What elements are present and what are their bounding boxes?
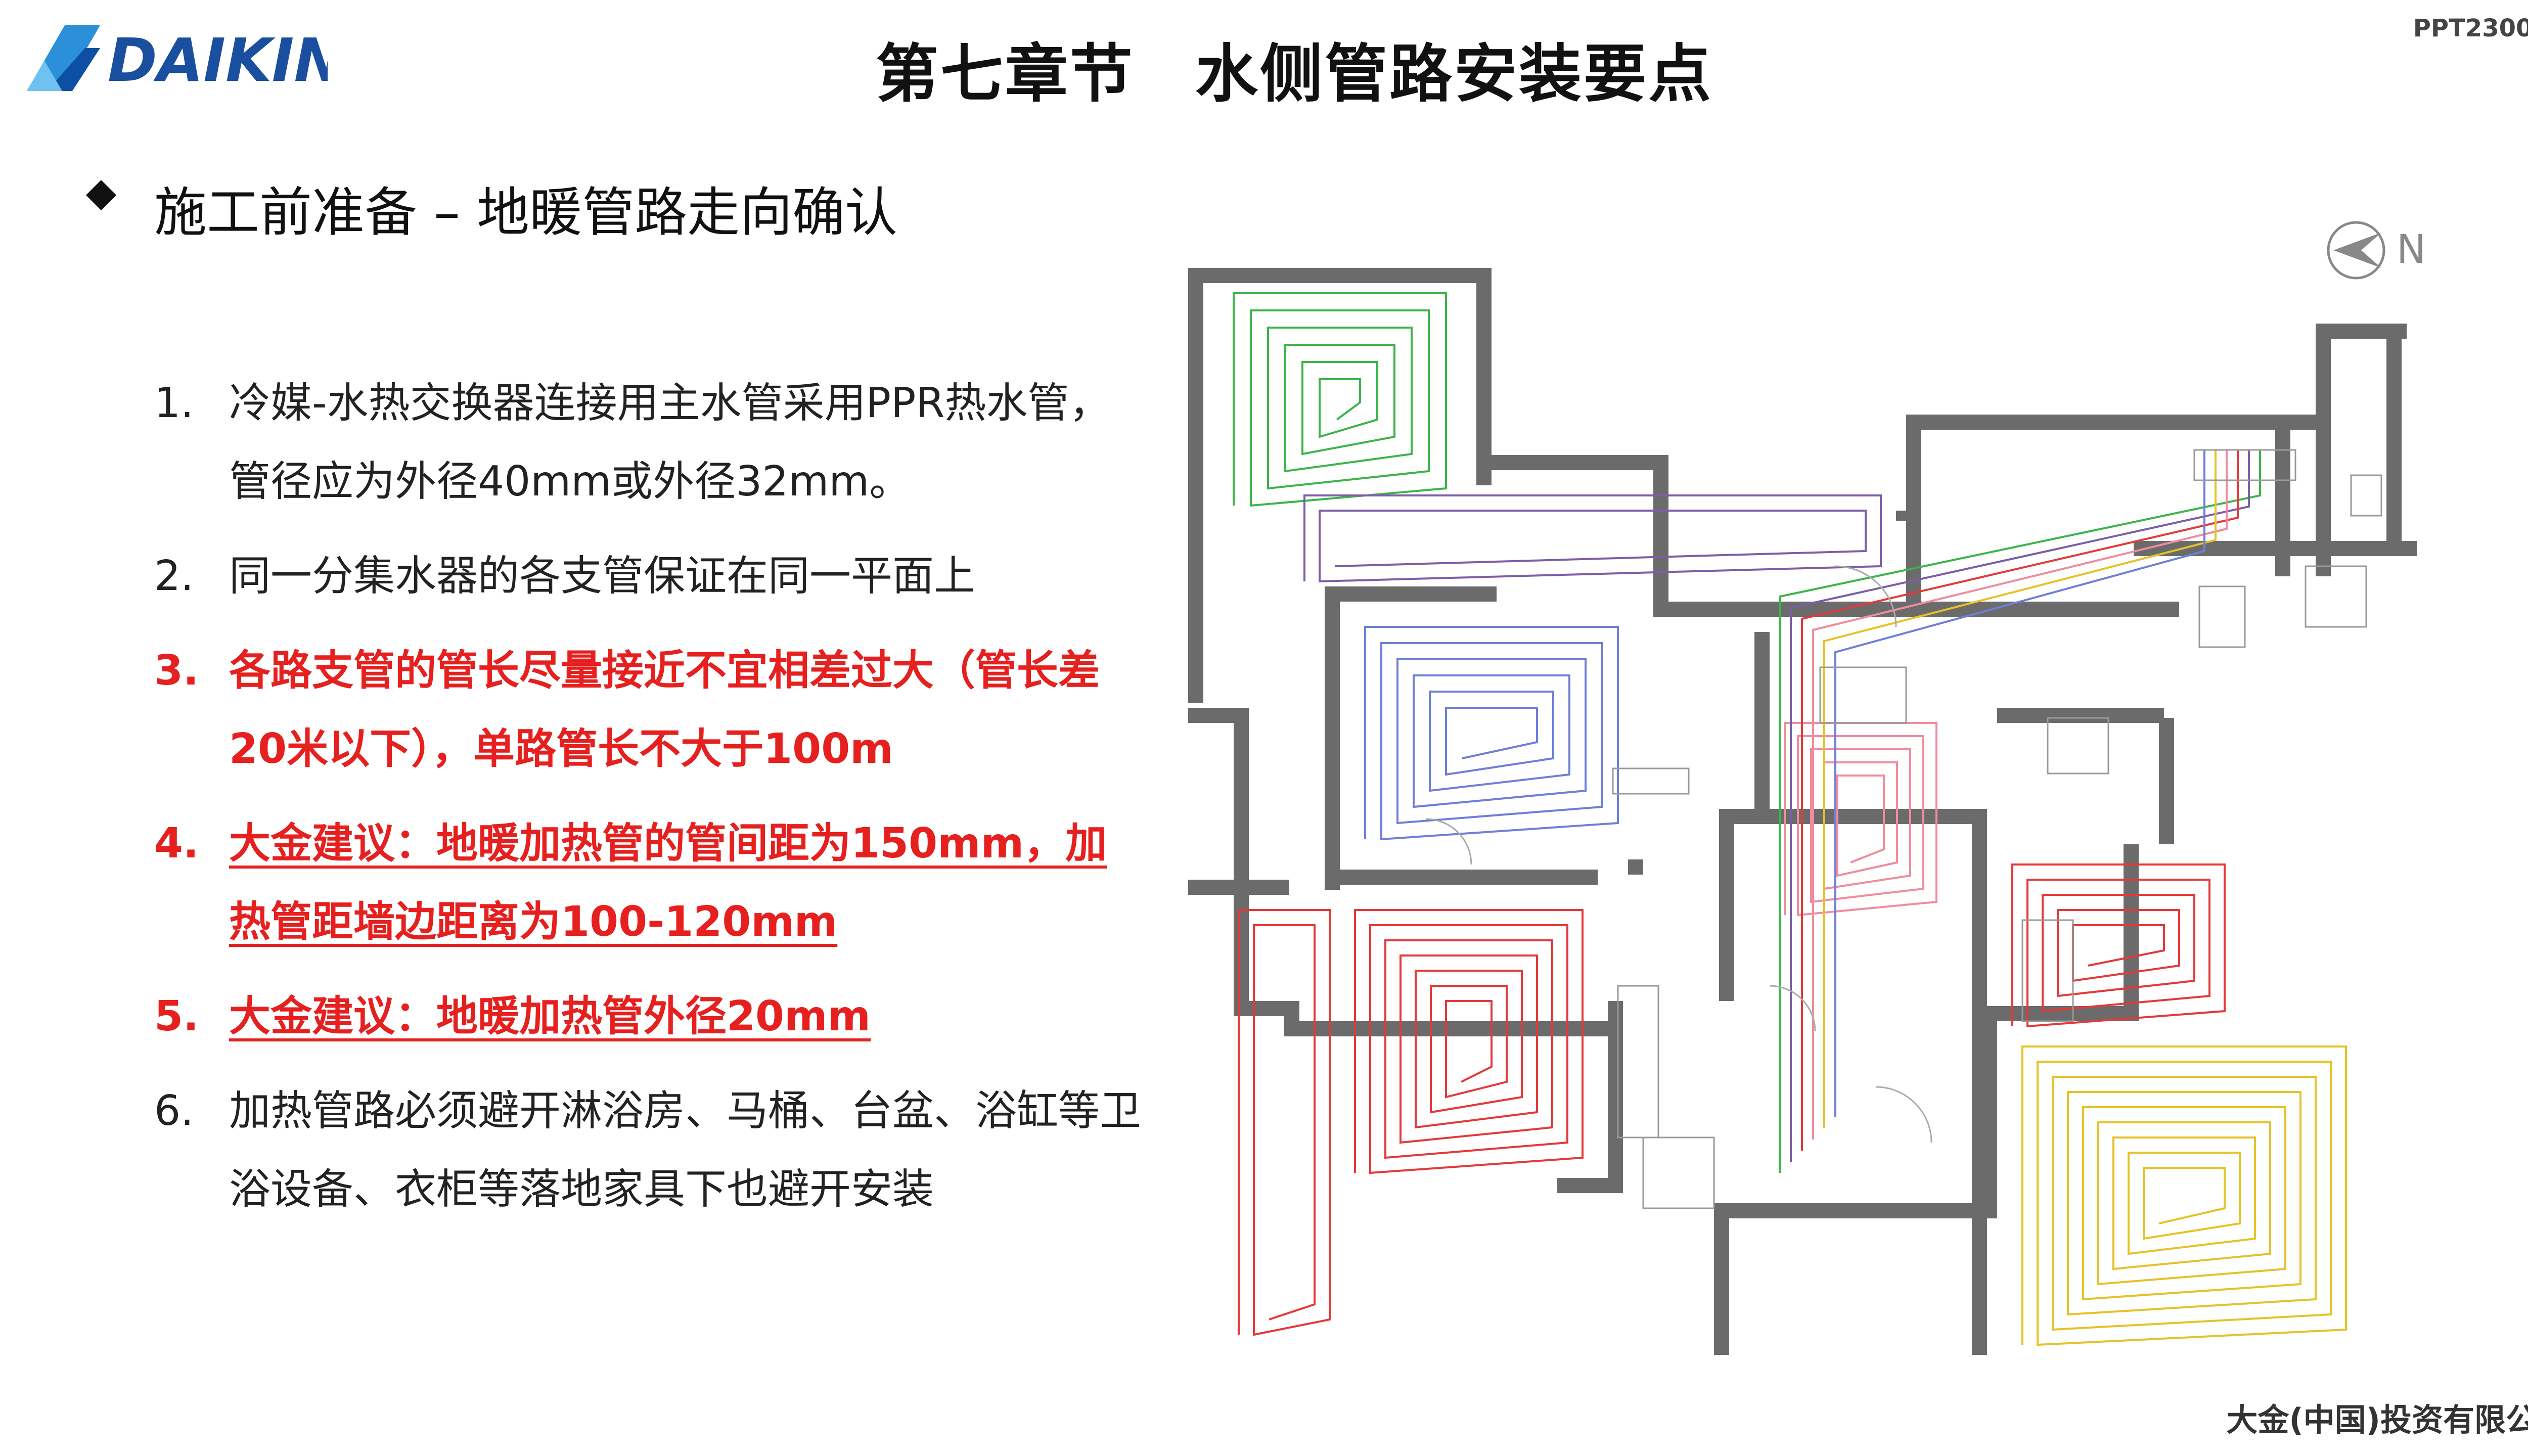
- list-item: 5. 大金建议：地暖加热管外径20mm: [154, 977, 1145, 1056]
- wall-segment: [2159, 718, 2174, 844]
- wall-segment: [2124, 844, 2139, 1021]
- item-number: 6.: [154, 1087, 194, 1135]
- wall-segment: [1188, 268, 1203, 703]
- supply-pipe: [1790, 450, 2250, 1162]
- fixture-outline: [2305, 565, 2367, 628]
- requirement-list: 1. 冷媒-水热交换器连接用主水管采用PPR热水管，管径应为外径40mm或外径3…: [154, 364, 1145, 1245]
- heating-loop: [1303, 494, 1882, 583]
- wall-segment: [1719, 809, 1734, 1001]
- wall-segment: [1982, 1006, 1997, 1218]
- fixture-outline: [1617, 985, 1659, 1139]
- fixture-outline: [2198, 585, 2246, 648]
- item-text: 同一分集水器的各支管保证在同一平面上: [229, 552, 976, 600]
- fixture-outline: [2193, 449, 2296, 481]
- list-item: 6. 加热管路必须避开淋浴房、马桶、台盆、浴缸等卫浴设备、衣柜等落地家具下也避开…: [154, 1072, 1145, 1228]
- title-chapter: 第七章节: [875, 38, 1135, 111]
- north-arrow-icon: [2327, 221, 2385, 280]
- supply-pipes: [1779, 450, 2261, 1173]
- heating-loop: [1238, 909, 1331, 1336]
- fixture-outline: [2047, 717, 2109, 775]
- list-item: 4. 大金建议：地暖加热管的管间距为150mm，加热管距墙边距离为100-120…: [154, 804, 1145, 961]
- plan-walls: [1188, 268, 2417, 1456]
- item-number: 4.: [154, 820, 199, 868]
- heating-loop: [2021, 1045, 2347, 1346]
- door-swing: [1425, 818, 1472, 865]
- wall-segment: [1188, 268, 1492, 283]
- diamond-bullet-icon: [86, 180, 116, 210]
- wall-segment: [1997, 708, 2164, 723]
- door-swing: [1835, 565, 1897, 627]
- daikin-logo-mark-icon: DAIKIN: [27, 25, 344, 95]
- wall-segment: [1325, 586, 1340, 890]
- supply-pipe: [1801, 450, 2239, 1151]
- company-name: 大金(中国)投资有限公司: [2226, 1401, 2528, 1438]
- wall-segment: [1982, 1006, 2134, 1021]
- item-text: 大金建议：地暖加热管外径20mm: [229, 992, 871, 1040]
- heating-loops: [1233, 292, 2347, 1346]
- item-text: 加热管路必须避开淋浴房、马桶、台盆、浴缸等卫浴设备、衣柜等落地家具下也避开安装: [229, 1087, 1142, 1213]
- floor-heating-plan: N: [1173, 212, 2528, 1456]
- wall-segment: [1896, 511, 1911, 521]
- wall-segment: [1325, 870, 1598, 885]
- fixture-outline: [2350, 474, 2382, 517]
- north-label: N: [2397, 227, 2426, 272]
- item-text: 大金建议：地暖加热管的管间距为150mm，加热管距墙边距离为100-120mm: [229, 820, 1107, 946]
- fixture-outline: [1819, 666, 1907, 724]
- wall-segment: [1476, 455, 1668, 470]
- wall-segment: [1734, 809, 1972, 824]
- section-subtitle: 施工前准备 – 地暖管路走向确认: [154, 181, 898, 243]
- wall-segment: [2386, 324, 2402, 541]
- supply-pipe: [1823, 450, 2217, 1128]
- supply-pipe: [1834, 450, 2205, 1117]
- page-title: 第七章节水侧管路安装要点: [0, 23, 2528, 114]
- wall-segment: [1476, 268, 1492, 485]
- heating-loop: [1233, 292, 1447, 507]
- wall-segment: [1653, 455, 1668, 617]
- item-number: 2.: [154, 552, 194, 600]
- item-number: 5.: [154, 992, 199, 1040]
- wall-segment: [1754, 632, 1770, 819]
- door-swing: [1769, 985, 1816, 1032]
- supply-pipe: [1812, 450, 2228, 1140]
- wall-segment: [2134, 541, 2417, 556]
- daikin-logo: DAIKIN: [24, 20, 344, 96]
- wall-segment: [1557, 1178, 1623, 1193]
- item-text: 各路支管的管长尽量接近不宜相差过大（管长差20米以下），单路管长不大于100m: [229, 647, 1100, 773]
- brand-name: DAIKIN: [108, 25, 328, 95]
- heating-loop: [1784, 722, 1937, 917]
- item-number: 1.: [154, 379, 194, 427]
- wall-segment: [1234, 708, 1249, 890]
- item-text: 冷媒-水热交换器连接用主水管采用PPR热水管，管径应为外径40mm或外径32mm…: [229, 379, 1111, 506]
- wall-segment: [1234, 885, 1249, 1016]
- wall-segment: [1628, 859, 1643, 875]
- heating-loop: [1364, 626, 1619, 841]
- plan-fixtures: [1425, 449, 2382, 1209]
- doc-code: PPT23005A: [2413, 14, 2528, 42]
- floor-plan-drawing: N: [1188, 221, 2426, 1456]
- wall-segment: [1714, 1203, 1987, 1218]
- supply-pipe: [1779, 450, 2261, 1173]
- door-swing: [1875, 1086, 1932, 1143]
- fixture-outline: [1612, 767, 1690, 795]
- wall-segment: [1325, 586, 1497, 602]
- item-number: 3.: [154, 647, 199, 695]
- fixture-outline: [2021, 919, 2074, 1022]
- wall-segment: [1608, 1001, 1623, 1178]
- wall-segment: [1714, 1203, 1729, 1355]
- title-topic: 水侧管路安装要点: [1195, 38, 1713, 111]
- fixture-outline: [1642, 1136, 1715, 1209]
- list-item: 1. 冷媒-水热交换器连接用主水管采用PPR热水管，管径应为外径40mm或外径3…: [154, 364, 1145, 521]
- list-item: 3. 各路支管的管长尽量接近不宜相差过大（管长差20米以下），单路管长不大于10…: [154, 631, 1145, 788]
- wall-segment: [1921, 415, 2316, 430]
- heating-loop: [2011, 863, 2226, 1028]
- heating-loop: [1354, 909, 1584, 1174]
- wall-segment: [2316, 324, 2331, 576]
- list-item: 2. 同一分集水器的各支管保证在同一平面上: [154, 537, 1145, 615]
